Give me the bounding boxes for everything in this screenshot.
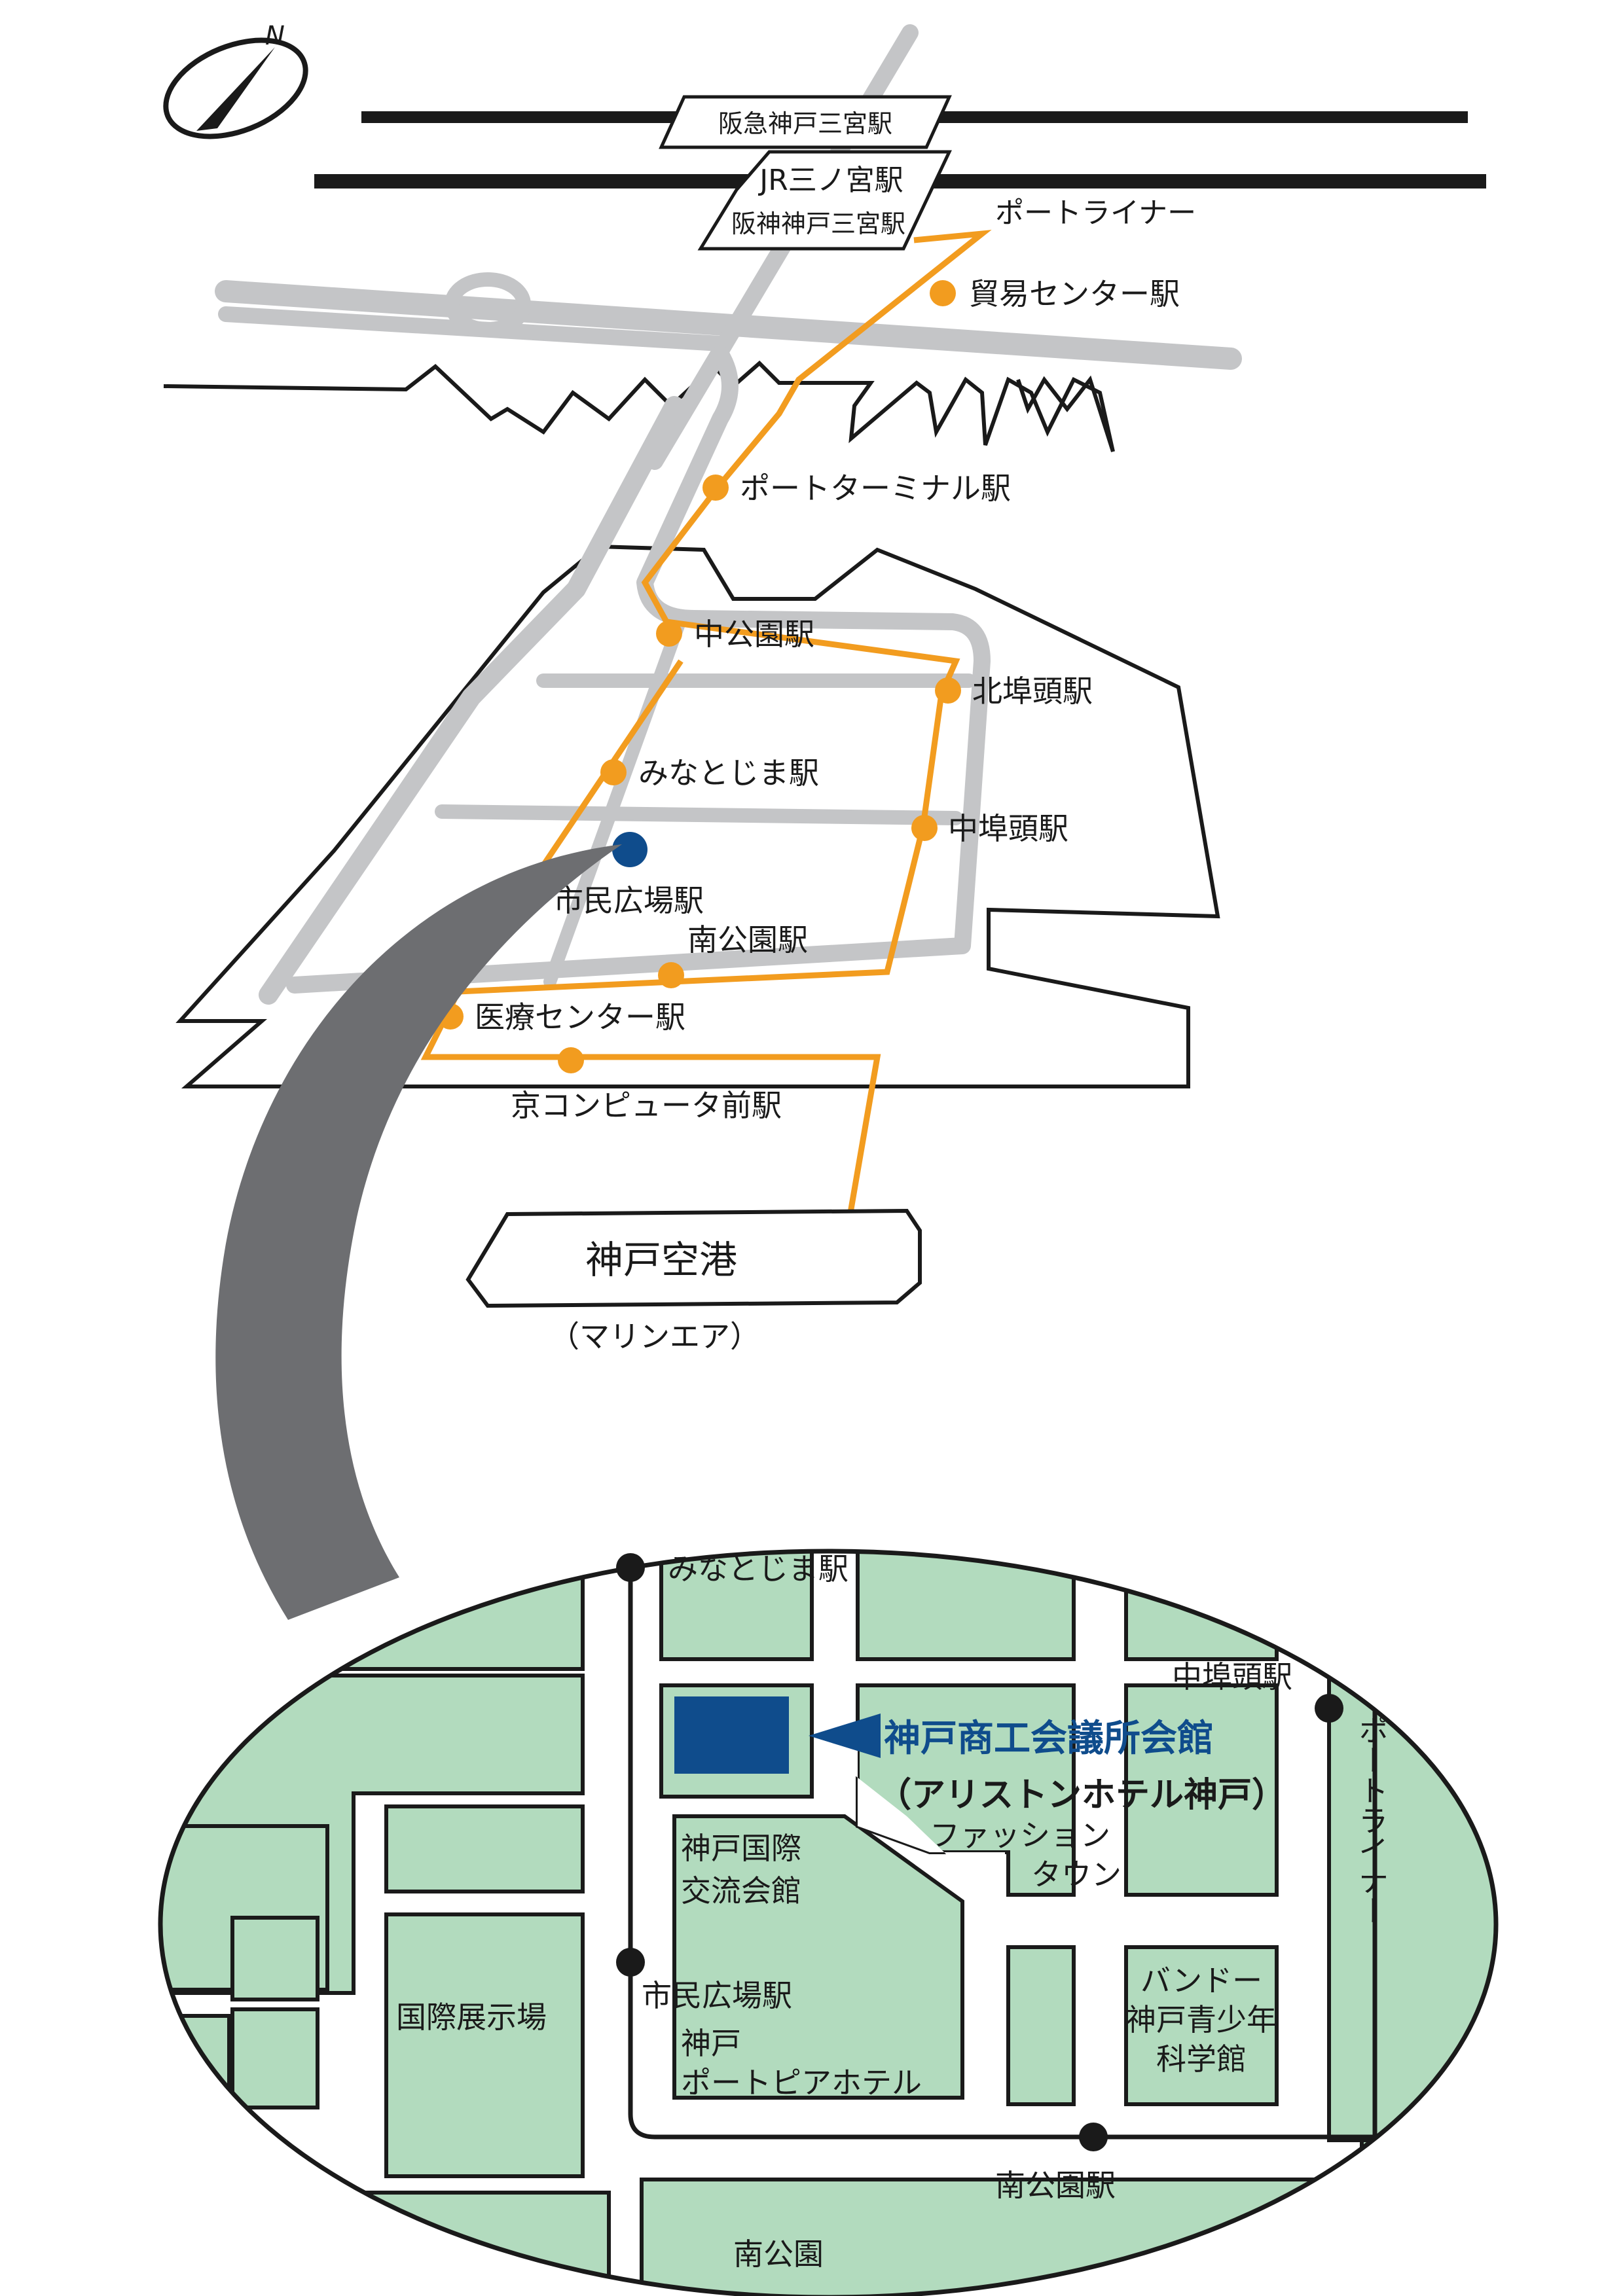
coastline (163, 360, 1220, 1088)
station-dot-minami-koen (658, 962, 684, 988)
label-kita-futo: 北埠頭駅 (972, 673, 1093, 709)
label-port-liner: ポートライナー (995, 196, 1196, 230)
compass-north-label: N (265, 21, 285, 51)
detail-label-tenjijo: 国際展示場 (396, 2000, 547, 2035)
label-hankyu: 阪急神戸三宮駅 (718, 109, 892, 138)
label-shimin-hiroba: 市民広場駅 (553, 883, 704, 918)
label-kyo-computer: 京コンピュータ前駅 (511, 1088, 782, 1123)
road-inner-vert (543, 612, 687, 988)
detail-label-minami-koen: 南公園 (733, 2236, 824, 2272)
detail-label-fashion-1: ファッション (930, 1818, 1110, 1853)
detail-label-fashion-2: タウン (1031, 1857, 1122, 1892)
detail-label-bando-1: バンドー (1140, 1963, 1262, 1998)
detail-label-venue: 神戸商工会議所会館 (884, 1717, 1214, 1760)
detail-dot-naka-futo (1315, 1694, 1343, 1723)
label-minatojima: みなとじま駅 (638, 755, 819, 791)
station-dot-naka-koen (656, 620, 682, 647)
detail-label-bando-2: 神戸青少年 (1126, 2002, 1277, 2037)
label-naka-koen: 中公園駅 (694, 617, 814, 652)
label-port-terminal: ポートターミナル駅 (740, 471, 1011, 506)
venue-pointer-icon (809, 1713, 881, 1758)
station-dot-naka-futo (911, 815, 938, 841)
label-hanshin: 阪神神戸三宮駅 (731, 209, 905, 238)
station-dot-minatojima (600, 759, 627, 785)
detail-label-hotel-1: 神戸 (681, 2026, 741, 2061)
label-minami-koen: 南公園駅 (687, 922, 808, 958)
detail-label-venue-sub: （アリストンホテル神戸） (877, 1776, 1286, 1815)
detail-label-shimin-hiroba: 市民広場駅 (642, 1978, 792, 2013)
label-airport-sub: （マリンエア） (549, 1319, 760, 1354)
station-dot-kyo-computer (558, 1047, 584, 1073)
station-dot-boeki (930, 280, 956, 306)
detail-label-minatojima: みなとじま駅 (668, 1551, 848, 1587)
label-boeki: 貿易センター駅 (969, 276, 1180, 312)
zoom-arrow (215, 844, 622, 1620)
detail-dot-minatojima (616, 1553, 645, 1582)
road-mid-block (435, 804, 963, 825)
detail-label-minami-koen-st: 南公園駅 (995, 2168, 1116, 2203)
label-airport: 神戸空港 (585, 1238, 737, 1282)
label-iryo-center: 医療センター駅 (475, 999, 685, 1035)
station-dot-kita-futo (935, 677, 961, 704)
venue-location-dot (612, 832, 647, 867)
station-box-hankyu: 阪急神戸三宮駅 (659, 95, 952, 149)
detail-dot-shimin-hiroba (616, 1948, 645, 1977)
detail-label-naka-futo: 中埠頭駅 (1172, 1659, 1292, 1695)
detail-label-kokusai-1: 神戸国際 (681, 1831, 801, 1866)
detail-label-kokusai-2: 交流会館 (681, 1873, 801, 1909)
venue-building (674, 1696, 789, 1774)
road-roundabout (445, 272, 531, 336)
road-west-vertical (259, 396, 684, 1005)
label-naka-futo: 中埠頭駅 (948, 811, 1068, 846)
station-dot-port-terminal (702, 475, 729, 501)
station-box-jr-hanshin: JR三ノ宮駅 阪神神戸三宮駅 (697, 150, 952, 251)
detail-dot-minami-koen (1079, 2123, 1108, 2151)
detail-label-hotel-2: ポートピアホテル (681, 2065, 922, 2100)
airport-island: 神戸空港 （マリンエア） (465, 1208, 922, 1354)
compass-icon: N (163, 21, 308, 139)
label-jr: JR三ノ宮駅 (757, 164, 903, 197)
overview-labels: ポートライナー 貿易センター駅 ポートターミナル駅 中公園駅 北埠頭駅 みなとじ… (475, 196, 1196, 1123)
detail-label-port-liner: ポートライナー (1354, 1715, 1389, 1926)
detail-label-bando-3: 科学館 (1156, 2041, 1247, 2077)
